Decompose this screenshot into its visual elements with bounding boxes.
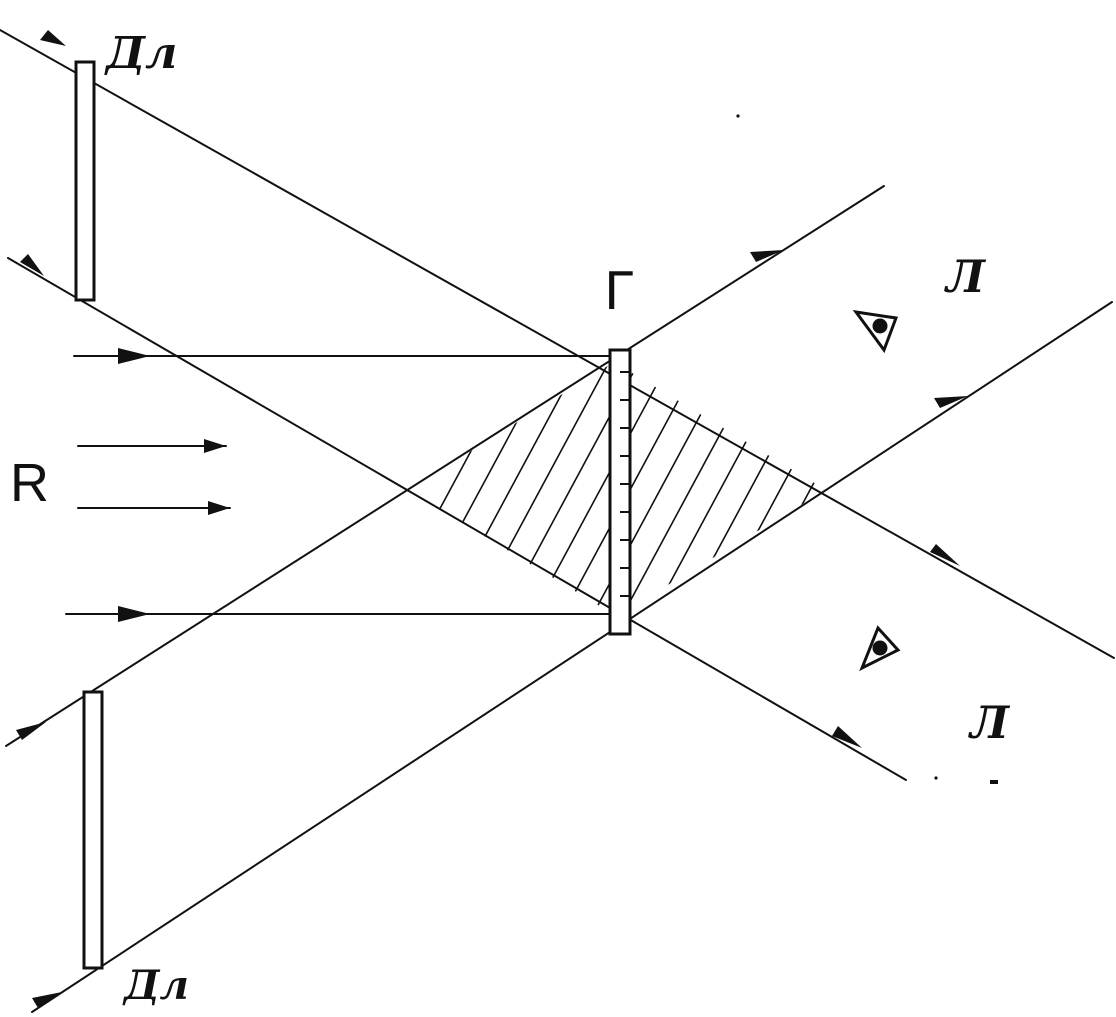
- label-lens-top: Л: [946, 252, 985, 303]
- ray-top-left-to-right: [0, 29, 1115, 659]
- diffraction-plate-top: [74, 60, 96, 302]
- speck: [736, 114, 740, 118]
- label-diffraction-grating-bottom: Дл: [124, 962, 189, 1009]
- label-hologram: Г: [604, 262, 636, 322]
- arrowhead-upper-left: [20, 254, 44, 276]
- arrowhead-reference-short-2: [208, 501, 230, 515]
- speck: [934, 776, 938, 780]
- label-reference-beam: R: [10, 453, 49, 513]
- hologram-plate: [608, 348, 632, 636]
- arrowhead-reference-short-1: [204, 439, 226, 453]
- arrowhead-right-out-lower: [930, 544, 960, 566]
- arrowhead-bottom-left-lower: [32, 992, 62, 1008]
- label-diffraction-grating-top: Дл: [106, 28, 178, 79]
- diffraction-plate-bottom: [82, 690, 104, 970]
- eye-icon: [859, 625, 901, 672]
- arrowhead-bottom-left-upward: [16, 722, 46, 740]
- arrowhead-reference-top: [118, 348, 150, 364]
- ray-bottom-diagonal: [31, 301, 1113, 1013]
- speck: [990, 780, 998, 784]
- ray-bottom-left-to-upper-right: [5, 185, 885, 747]
- eye-icon: [852, 309, 899, 354]
- ray-upper-diagonal: [7, 257, 907, 781]
- label-lens-bottom: Л: [970, 698, 1009, 749]
- arrowhead-top-left: [40, 30, 66, 46]
- arrowhead-right-out-upper: [934, 396, 968, 408]
- arrowhead-lower-right-out: [832, 726, 862, 748]
- arrowhead-reference-bottom: [118, 606, 150, 622]
- arrowhead-upper-right-out: [750, 250, 784, 262]
